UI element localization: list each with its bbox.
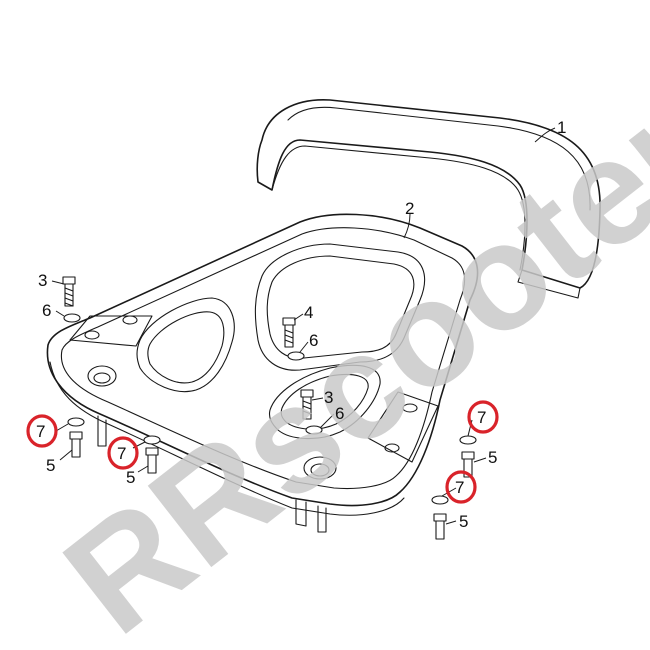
highlight-rings [26, 400, 499, 504]
bolt-3-left [62, 276, 76, 307]
washer-6-left [63, 313, 81, 323]
callout-5-lower-right: 5 [459, 512, 468, 531]
bolt-4 [282, 317, 296, 348]
washer-7-front-left [67, 417, 85, 427]
callout-3-left: 3 [38, 271, 47, 290]
callout-6-center: 6 [309, 331, 318, 350]
backrest-part [256, 99, 601, 299]
callout-7-front-left: 7 [36, 422, 45, 441]
bolt-5-front-left [69, 431, 83, 458]
callout-1: 1 [557, 118, 566, 137]
highlight-ring-lower-right [445, 470, 477, 504]
washer-6-center [287, 351, 305, 361]
callout-4: 4 [304, 303, 313, 322]
callout-7-rear-left: 7 [117, 444, 126, 463]
callout-6-left: 6 [42, 301, 51, 320]
callout-5-front-left: 5 [46, 456, 55, 475]
highlight-ring-upper-right [467, 400, 499, 434]
fasteners [62, 276, 477, 540]
highlight-ring-rear-left [107, 436, 139, 470]
bolt-3-center [300, 389, 314, 420]
callout-labels: 1 2 3 6 4 6 3 6 7 5 7 5 7 5 7 5 [36, 118, 566, 531]
highlight-ring-front-left [26, 414, 58, 448]
callout-5-rear-left: 5 [126, 468, 135, 487]
washer-6-lower [305, 425, 323, 435]
callout-7-lower-right: 7 [455, 478, 464, 497]
carrier-rack-part [46, 213, 479, 533]
bolt-5-rear-left [145, 447, 159, 474]
callout-2: 2 [405, 199, 414, 218]
callout-5-upper-right: 5 [488, 448, 497, 467]
bolt-5-lower-right [433, 513, 447, 540]
washer-7-upper-right [459, 435, 477, 445]
callout-6-lower: 6 [335, 404, 344, 423]
washer-7-rear-left [143, 435, 161, 445]
callout-3-center: 3 [324, 388, 333, 407]
leader-lines [51, 127, 556, 525]
washer-7-lower-right [431, 495, 449, 505]
bolt-5-upper-right [461, 451, 475, 478]
callout-7-upper-right: 7 [477, 408, 486, 427]
